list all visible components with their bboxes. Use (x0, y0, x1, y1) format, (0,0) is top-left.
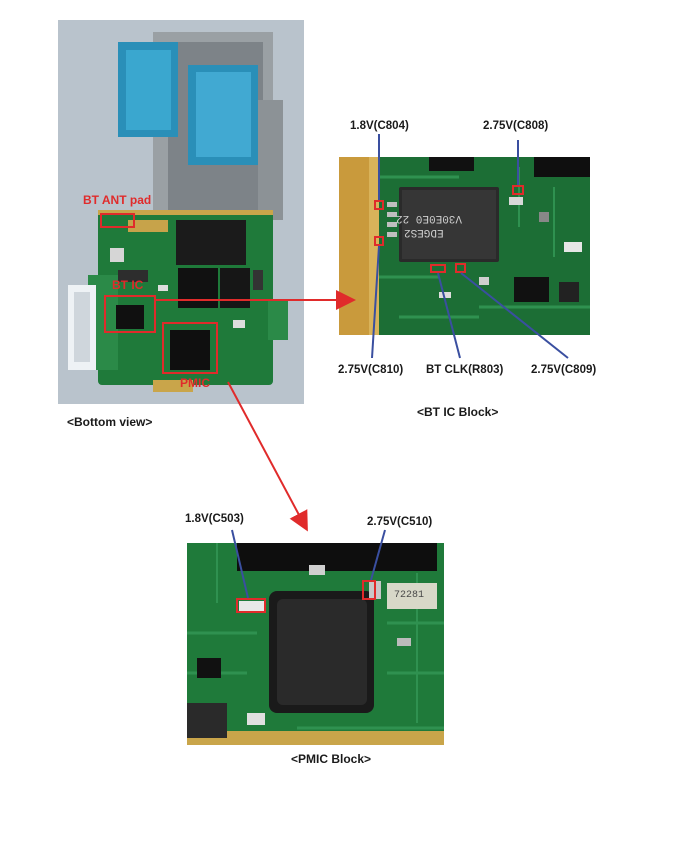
bottom-view-photo (58, 20, 304, 404)
pmic-block-photo (187, 543, 444, 745)
bt-chip-marking-2: V30E0E0 22 (396, 212, 463, 224)
c809-label: 2.75V(C809) (531, 364, 597, 376)
pmic-highlight (162, 322, 218, 374)
c503-highlight (236, 598, 266, 613)
bt-ant-pad-label: BT ANT pad (83, 193, 152, 207)
c810-label: 2.75V(C810) (338, 364, 404, 376)
c809-highlight (455, 263, 466, 273)
r803-highlight (430, 264, 446, 273)
c808-label: 2.75V(C808) (483, 120, 549, 132)
bt-ic-label: BT IC (112, 278, 144, 292)
c503-label: 1.8V(C503) (185, 513, 244, 525)
bt-ic-block-illustration (339, 157, 590, 335)
bottom-view-illustration (58, 20, 304, 404)
pmic-block-illustration (187, 543, 444, 745)
pmic-block-caption: <PMIC Block> (291, 752, 372, 766)
bottom-view-caption: <Bottom view> (67, 415, 153, 429)
c510-label: 2.75V(C510) (367, 516, 433, 528)
bt-ic-highlight (104, 295, 156, 333)
bt-ic-block-caption: <BT IC Block> (417, 405, 499, 419)
pmic-part-marking: 72281 (394, 590, 425, 601)
c804-highlight (374, 200, 384, 210)
bt-ic-block-photo (339, 157, 590, 335)
r803-label: BT CLK(R803) (426, 364, 504, 376)
c810-highlight (374, 236, 384, 246)
c804-label: 1.8V(C804) (350, 120, 409, 132)
bt-chip-marking-1: EDGES2 (404, 226, 444, 238)
c510-highlight (362, 580, 376, 600)
pmic-label: PMIC (180, 376, 210, 390)
c808-highlight (512, 185, 524, 195)
bt-ant-pad-highlight (100, 213, 135, 228)
